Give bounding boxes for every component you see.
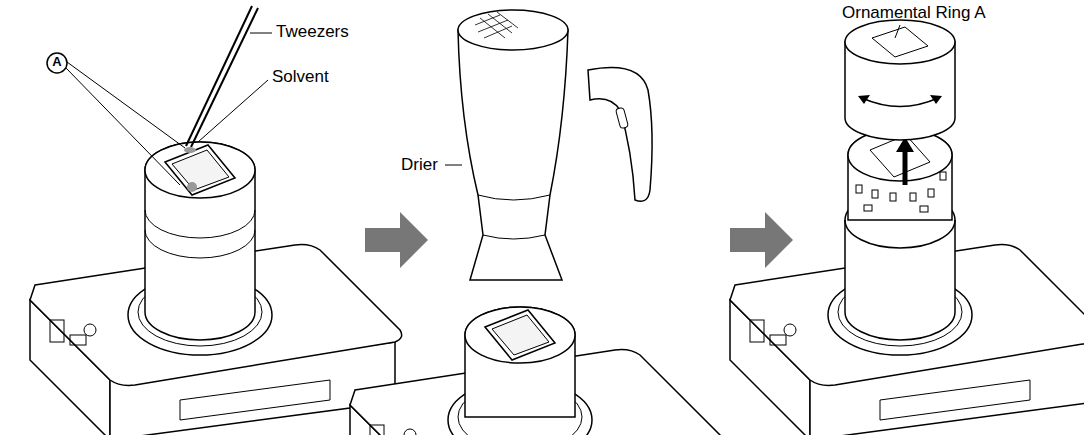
ornamental-ring (845, 20, 955, 140)
drier (458, 10, 652, 280)
part-label: Ornamental Ring A (842, 4, 986, 23)
part-label: Tweezers (276, 23, 349, 42)
part-label: Solvent (272, 68, 329, 87)
part-label: Drier (401, 156, 438, 175)
callout-letter: A (48, 55, 66, 69)
